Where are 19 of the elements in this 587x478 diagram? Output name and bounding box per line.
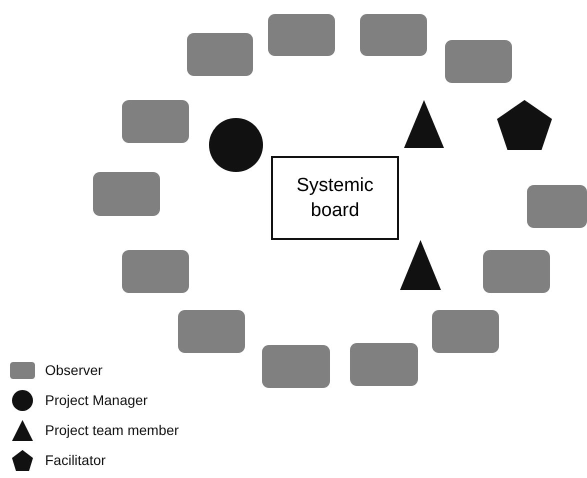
board-label: Systemic board — [295, 174, 375, 223]
observer-block — [268, 14, 335, 56]
observer-block — [527, 185, 587, 228]
observer-block — [122, 100, 189, 143]
observer-block — [360, 14, 427, 56]
observer-block — [445, 40, 512, 83]
legend-label: Project Manager — [45, 392, 148, 408]
observer-block — [262, 345, 330, 388]
observer-block — [483, 250, 550, 293]
observer-block — [350, 343, 418, 386]
observer-block — [432, 310, 499, 353]
observer-block — [178, 310, 245, 353]
board-box — [271, 156, 399, 240]
legend-label: Observer — [45, 362, 103, 378]
observer-block — [122, 250, 189, 293]
observer-block — [93, 172, 160, 216]
legend-label: Facilitator — [45, 452, 106, 468]
legend-label: Project team member — [45, 422, 179, 438]
observer-block — [187, 33, 253, 76]
